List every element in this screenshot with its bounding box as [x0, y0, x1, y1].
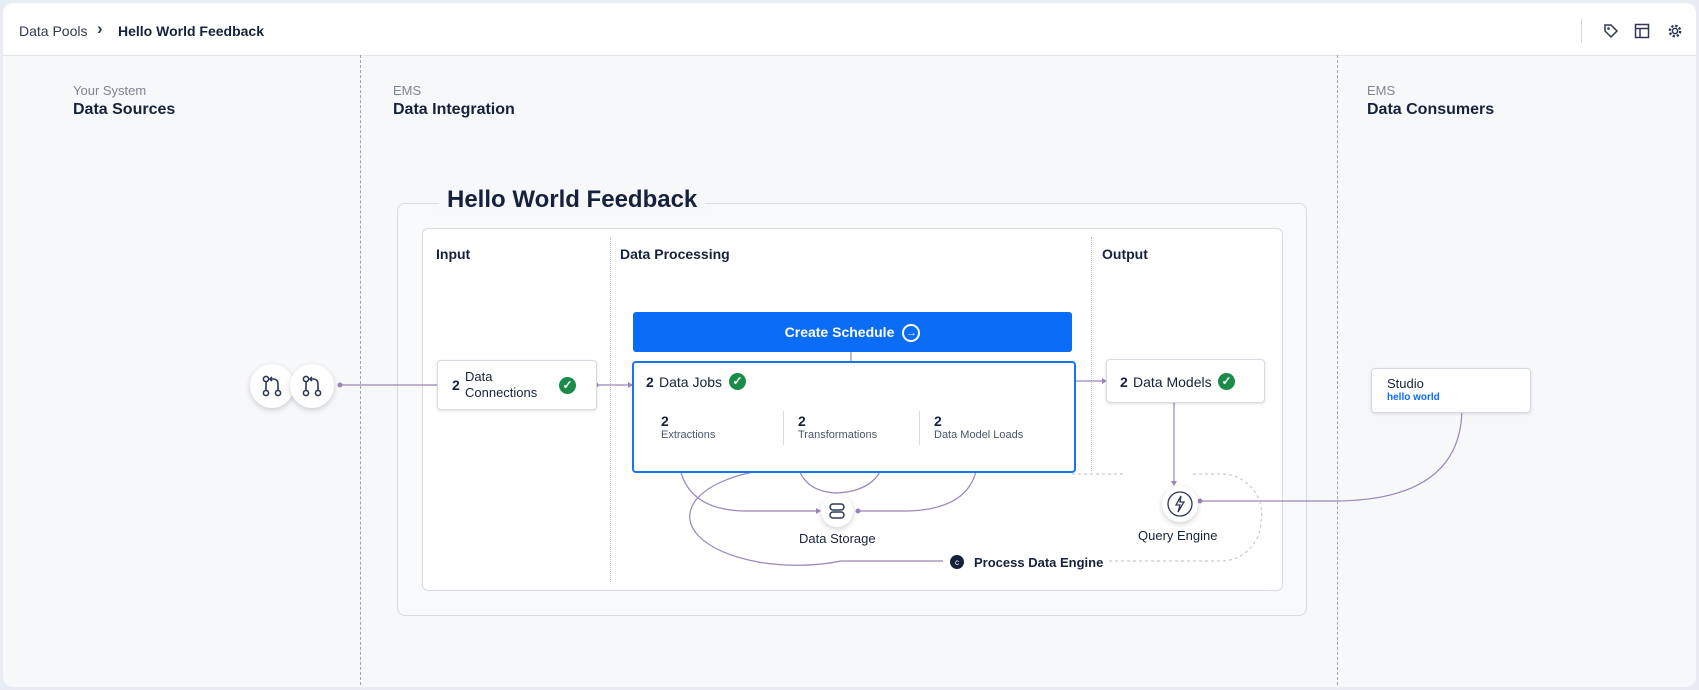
metric-divider — [919, 411, 920, 445]
gear-icon[interactable] — [1667, 23, 1683, 39]
create-schedule-label: Create Schedule — [784, 324, 895, 340]
metric-divider — [783, 411, 784, 445]
connections-count: 2 — [452, 377, 460, 393]
studio-title: Studio — [1387, 376, 1424, 391]
processing-heading: Data Processing — [620, 246, 730, 262]
top-bar: Data Pools › Hello World Feedback — [3, 3, 1696, 56]
extractions-label: Extractions — [661, 429, 716, 441]
breadcrumb-current: Hello World Feedback — [118, 23, 264, 39]
models-label: Data Models — [1133, 374, 1212, 390]
query-engine-node[interactable] — [1162, 486, 1198, 522]
model-loads-label: Data Model Loads — [934, 429, 1024, 441]
process-data-engine-label: Process Data Engine — [974, 555, 1110, 570]
sources-title: Data Sources — [73, 101, 176, 118]
section-divider — [610, 237, 611, 582]
data-jobs-card[interactable] — [632, 361, 1076, 473]
studio-link[interactable]: hello world — [1387, 392, 1440, 403]
table-icon[interactable] — [1634, 23, 1650, 39]
connections-label-line2: Connections — [465, 385, 538, 400]
sources-subtitle: Your System — [73, 83, 147, 98]
models-check-icon: ✓ — [1218, 373, 1235, 390]
breadcrumb-data-pools[interactable]: Data Pools — [19, 23, 88, 39]
engine-logo-icon: c — [950, 555, 964, 569]
data-models-card[interactable] — [1106, 359, 1265, 403]
model-loads-count: 2 — [934, 413, 942, 429]
studio-consumer-card[interactable] — [1371, 368, 1531, 413]
tag-icon[interactable] — [1603, 23, 1619, 39]
lightning-icon — [1167, 491, 1193, 517]
connections-check-icon: ✓ — [559, 377, 576, 394]
input-heading: Input — [436, 246, 471, 262]
jobs-check-icon: ✓ — [729, 373, 746, 390]
consumers-title: Data Consumers — [1367, 101, 1495, 118]
output-heading: Output — [1102, 246, 1148, 262]
toolbar-divider — [1581, 19, 1582, 43]
app-window: Data Pools › Hello World Feedback Your S… — [3, 3, 1696, 687]
jobs-count: 2 — [646, 374, 654, 390]
extractions-count: 2 — [661, 413, 669, 429]
svg-text:c: c — [955, 558, 959, 567]
transformations-label: Transformations — [798, 429, 878, 441]
integration-title: Data Integration — [393, 101, 515, 118]
data-storage-label: Data Storage — [799, 531, 876, 546]
jobs-label: Data Jobs — [659, 374, 723, 390]
git-merge-icon — [302, 375, 322, 397]
section-divider — [1091, 237, 1092, 471]
column-divider — [1337, 55, 1338, 687]
column-divider — [360, 55, 361, 687]
arrow-right-circle-icon: → — [902, 324, 921, 343]
connections-label-line1: Data — [465, 369, 493, 384]
models-count: 2 — [1120, 374, 1128, 390]
integration-subtitle: EMS — [393, 83, 422, 98]
create-schedule-button[interactable]: Create Schedule → — [633, 312, 1072, 352]
git-merge-icon — [262, 375, 282, 397]
consumers-subtitle: EMS — [1367, 83, 1396, 98]
chevron-right-icon: › — [97, 19, 103, 38]
source-system-1[interactable] — [250, 364, 294, 408]
data-pool-title: Hello World Feedback — [439, 186, 706, 214]
source-system-2[interactable] — [290, 364, 334, 408]
database-icon — [829, 503, 845, 519]
transformations-count: 2 — [798, 413, 806, 429]
query-engine-label: Query Engine — [1138, 528, 1218, 543]
data-storage-node[interactable] — [821, 495, 853, 527]
